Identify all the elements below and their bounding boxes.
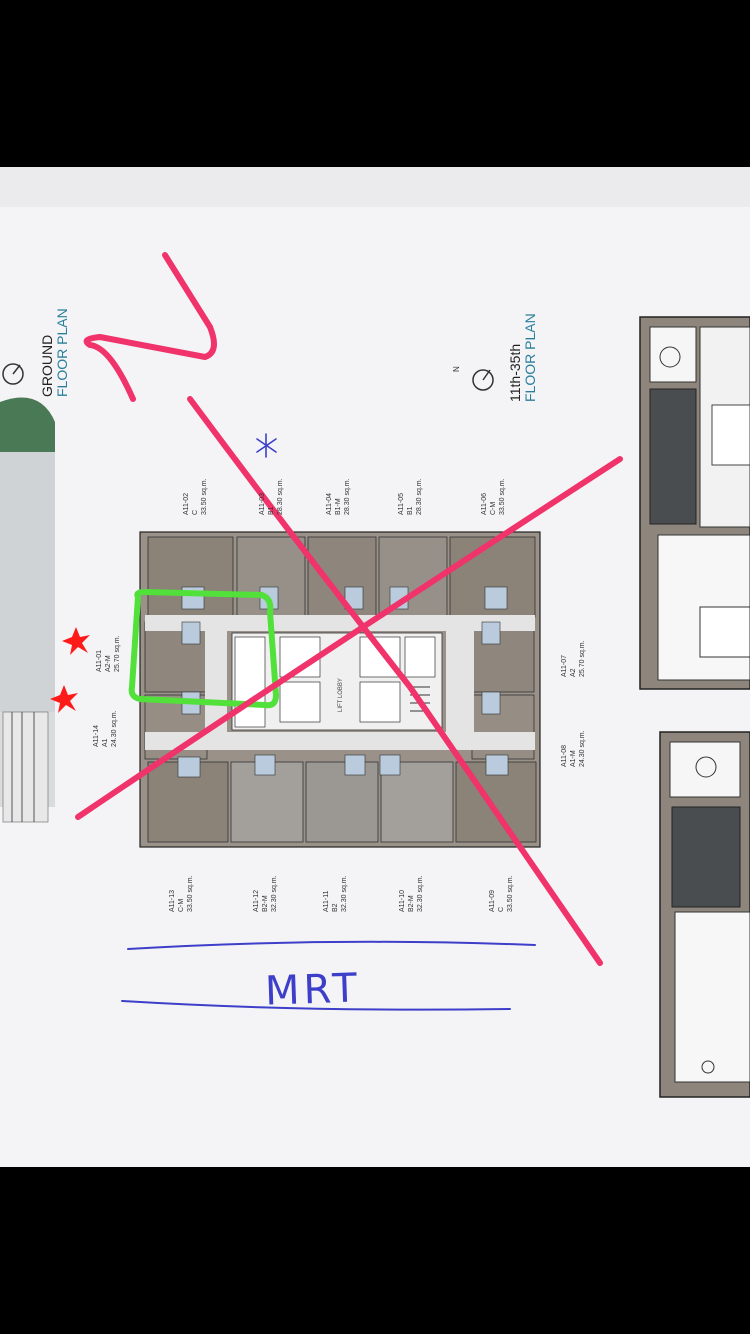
unit-id: A11-03	[259, 492, 266, 515]
mrt-handwritten-label: MRT	[264, 965, 362, 1015]
typical-floor-line2: FLOOR PLAN	[522, 313, 538, 402]
compass-right-icon: N	[452, 366, 494, 391]
unit-id: A11-07	[561, 654, 568, 677]
unit-area: 28.30 sq.m.	[277, 478, 284, 515]
unit-id: A11-13	[169, 889, 176, 912]
unit-label-top: A11-02 C 33.50 sq.m.	[182, 478, 209, 515]
unit-id: A11-12	[253, 889, 260, 912]
pink-north-arrow	[83, 252, 217, 402]
unit-id: A11-05	[398, 492, 405, 515]
ground-floor-line1: GROUND	[39, 334, 55, 397]
unit-area: 33.50 sq.m.	[201, 478, 208, 515]
unit-id: A11-01	[96, 649, 103, 672]
unit-detail-panels	[639, 316, 750, 1098]
pink-cross-out	[75, 396, 623, 966]
unit-label-bottom: A11-13 C-M 33.50 sq.m.	[168, 875, 195, 912]
unit-label-bottom: A11-11 B2 32.30 sq.m.	[322, 875, 349, 912]
unit-type: A1	[102, 738, 109, 747]
ground-floor-line2: FLOOR PLAN	[54, 308, 70, 397]
green-highlight-box	[128, 589, 279, 709]
unit-area: 33.50 sq.m.	[499, 478, 506, 515]
unit-type: C	[498, 906, 505, 912]
unit-area: 24.30 sq.m.	[111, 710, 118, 747]
unit-label-bottom: A11-10 B2-M 32.30 sq.m.	[398, 875, 425, 912]
unit-label-bottom: A11-09 C 33.50 sq.m.	[488, 875, 515, 912]
unit-label-top: A11-04 B1-M 28.30 sq.m.	[325, 478, 352, 515]
unit-area: 24.30 sq.m.	[579, 730, 586, 767]
unit-type: B1	[407, 506, 414, 515]
lift-lobby-label: LIFT LOBBY	[338, 678, 344, 712]
unit-id: A11-10	[399, 889, 406, 912]
building-rendering	[0, 397, 55, 823]
unit-id: A11-08	[561, 744, 568, 767]
unit-label-top: A11-03 B1 28.30 sq.m.	[258, 478, 285, 515]
unit-label-left: A11-01 A2-M 25.70 sq.m.	[95, 635, 122, 672]
unit-type: A2	[570, 668, 577, 677]
unit-type: C-M	[178, 898, 185, 912]
unit-area: 28.30 sq.m.	[344, 478, 351, 515]
unit-label-bottom: A11-12 B2-M 32.30 sq.m.	[252, 875, 279, 912]
typical-floor-title: 11th-35th FLOOR PLAN	[507, 313, 538, 402]
unit-type: A2-M	[105, 655, 112, 672]
unit-area: 25.70 sq.m.	[114, 635, 121, 672]
unit-type: C-M	[490, 501, 497, 515]
mrt-ink-lines	[121, 940, 536, 1011]
unit-type: B1	[268, 506, 275, 515]
compass-left-icon	[2, 363, 24, 385]
unit-type: B2	[332, 903, 339, 912]
typical-floor-line1: 11th-35th	[507, 343, 523, 402]
svg-text:N: N	[452, 366, 461, 372]
asterisk-mark-icon	[256, 433, 277, 458]
unit-area: 25.70 sq.m.	[579, 640, 586, 677]
unit-area: 32.30 sq.m.	[341, 875, 348, 912]
unit-label-right: A11-07 A2 25.70 sq.m.	[560, 640, 587, 677]
unit-label-top: A11-05 B1 28.30 sq.m.	[397, 478, 424, 515]
unit-id: A11-14	[93, 724, 100, 747]
unit-label-left: A11-14 A1 24.30 sq.m.	[92, 710, 119, 747]
unit-area: 28.30 sq.m.	[416, 478, 423, 515]
floor-plan	[139, 531, 541, 848]
photo-floor-plan-sheet: N	[0, 167, 750, 1167]
unit-id: A11-09	[489, 889, 496, 912]
unit-id: A11-04	[326, 492, 333, 515]
unit-type: B2-M	[408, 895, 415, 912]
ground-floor-title: GROUND FLOOR PLAN	[39, 308, 70, 397]
unit-type: B1-M	[335, 498, 342, 515]
unit-area: 33.50 sq.m.	[507, 875, 514, 912]
unit-label-right: A11-08 A1-M 24.30 sq.m.	[560, 730, 587, 767]
unit-label-top: A11-06 C-M 33.50 sq.m.	[480, 478, 507, 515]
unit-id: A11-11	[323, 890, 330, 912]
unit-id: A11-06	[481, 492, 488, 515]
unit-type: B2-M	[262, 895, 269, 912]
unit-type: C	[192, 509, 199, 515]
red-star-marks	[50, 627, 90, 713]
unit-area: 32.30 sq.m.	[417, 875, 424, 912]
floor-plan-drawing: N	[0, 167, 750, 1167]
unit-id: A11-02	[183, 492, 190, 515]
unit-area: 32.30 sq.m.	[271, 875, 278, 912]
unit-area: 33.50 sq.m.	[187, 875, 194, 912]
unit-type: A1-M	[570, 750, 577, 767]
